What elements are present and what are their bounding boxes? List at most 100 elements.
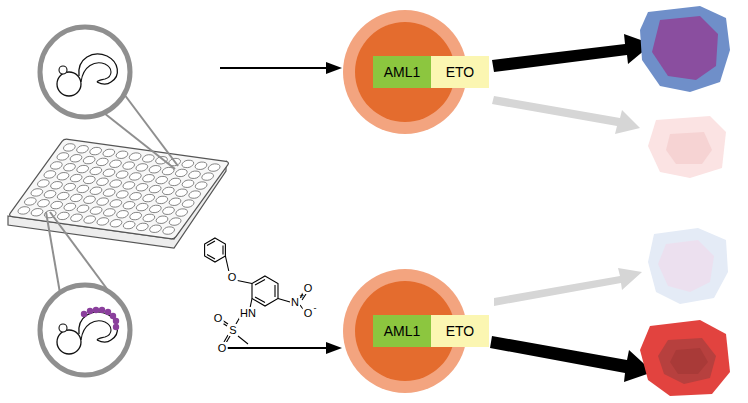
well [174, 188, 190, 197]
differentiated-cell [640, 320, 730, 396]
well [55, 192, 71, 201]
well [134, 223, 150, 232]
well [62, 203, 78, 212]
well [187, 170, 203, 179]
well [187, 190, 203, 199]
well [193, 181, 209, 190]
well [101, 168, 117, 177]
well [147, 185, 163, 194]
cell-nucleus [658, 338, 716, 384]
well [148, 224, 164, 233]
well [180, 160, 196, 169]
well [115, 210, 131, 219]
well [35, 179, 51, 188]
well [101, 149, 117, 158]
cell-nucleus [652, 16, 718, 80]
well [95, 217, 111, 226]
well [206, 163, 222, 172]
atom-label: O [227, 271, 238, 283]
bold-arrow [492, 34, 652, 72]
well [49, 181, 65, 190]
well [95, 177, 111, 186]
cell-nucleus [666, 132, 712, 164]
well [62, 163, 78, 172]
well [68, 174, 84, 183]
well [128, 192, 144, 201]
well [160, 187, 176, 196]
well [95, 197, 111, 206]
well [81, 156, 97, 165]
well [161, 206, 177, 215]
well [121, 181, 137, 190]
well [141, 194, 157, 203]
well [147, 205, 163, 214]
well [128, 212, 144, 221]
atom-label: HN [239, 307, 257, 319]
well [147, 165, 163, 174]
well [55, 172, 71, 181]
well [200, 172, 216, 181]
arrow [222, 347, 330, 349]
cell-nucleus [658, 240, 714, 292]
well [141, 174, 157, 183]
well [42, 190, 58, 199]
well [108, 179, 124, 188]
atom-label: O [213, 312, 224, 324]
well [29, 208, 45, 217]
well [108, 199, 124, 208]
well [16, 206, 32, 215]
well [127, 152, 143, 161]
well [114, 170, 130, 179]
gene-label: AML1 [384, 323, 421, 339]
well [55, 212, 71, 221]
well [180, 179, 196, 188]
well [121, 161, 137, 170]
well [173, 169, 189, 178]
leader-line [124, 94, 178, 166]
well [61, 143, 77, 152]
well [75, 204, 91, 213]
well [167, 217, 183, 226]
well [101, 188, 117, 197]
gene-box: ETO [431, 56, 489, 88]
atom-label: S [228, 324, 237, 336]
well [88, 167, 104, 176]
cell-nucleus [670, 348, 708, 374]
faded-cell [648, 228, 728, 304]
gene-box: AML1 [373, 56, 431, 88]
leader-line [104, 113, 175, 169]
well [88, 186, 104, 195]
well [75, 185, 91, 194]
well-plate [8, 139, 230, 239]
well [29, 188, 45, 197]
well [134, 163, 150, 172]
gene-label: AML1 [384, 64, 421, 80]
well [134, 183, 150, 192]
well [108, 159, 124, 168]
well [114, 150, 130, 159]
arrowhead [326, 62, 342, 74]
differentiated-cell [640, 6, 730, 92]
well [69, 213, 85, 222]
well [68, 154, 84, 163]
bold-arrow [490, 336, 653, 382]
well [49, 201, 65, 210]
well [48, 161, 64, 170]
well [154, 215, 170, 224]
well [180, 199, 196, 208]
well [154, 196, 170, 205]
well [68, 194, 84, 203]
gene-box: AML1 [373, 315, 431, 347]
well [82, 195, 98, 204]
atom-label: N [290, 296, 300, 308]
well [22, 197, 38, 206]
atom-label: O [217, 342, 228, 354]
atom-label: O [303, 307, 314, 319]
gene-label: ETO [446, 64, 475, 80]
embryo-magnifier [40, 285, 130, 375]
well [127, 172, 143, 181]
well [88, 206, 104, 215]
arrowhead [326, 342, 342, 354]
well [62, 183, 78, 192]
well [108, 219, 124, 228]
